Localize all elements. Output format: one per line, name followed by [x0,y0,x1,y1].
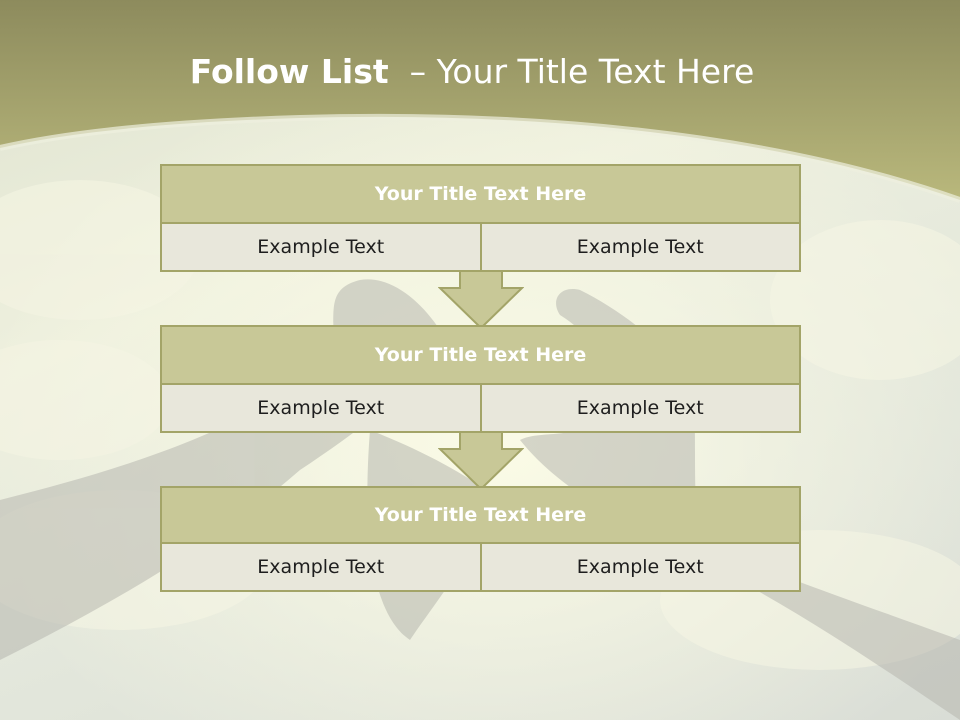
banner-edge-highlight [0,113,960,203]
down-arrow-icon [438,270,524,330]
block-1-right-text: Example Text [576,236,704,258]
block-3-right-text: Example Text [576,556,704,578]
block-3-row: Example Text Example Text [162,544,799,590]
list-block-3: Your Title Text Here Example Text Exampl… [160,486,801,592]
block-1-row: Example Text Example Text [162,224,799,270]
block-2-row: Example Text Example Text [162,385,799,431]
slide-title: Follow List – Your Title Text Here [0,52,944,91]
list-block-1: Your Title Text Here Example Text Exampl… [160,164,801,272]
block-3-left-text: Example Text [162,544,482,590]
list-block-2: Your Title Text Here Example Text Exampl… [160,325,801,433]
block-2-title: Your Title Text Here [162,327,799,385]
title-banner [0,0,960,200]
slide-title-bold: Follow List [189,52,389,91]
block-1-left-text: Example Text [162,224,482,270]
slide-title-rest: – Your Title Text Here [409,52,755,91]
block-2-left-text: Example Text [162,385,482,431]
block-3-title: Your Title Text Here [162,488,799,544]
down-arrow-icon [438,431,524,491]
block-1-title: Your Title Text Here [162,166,799,224]
block-2-right-text: Example Text [576,397,704,419]
